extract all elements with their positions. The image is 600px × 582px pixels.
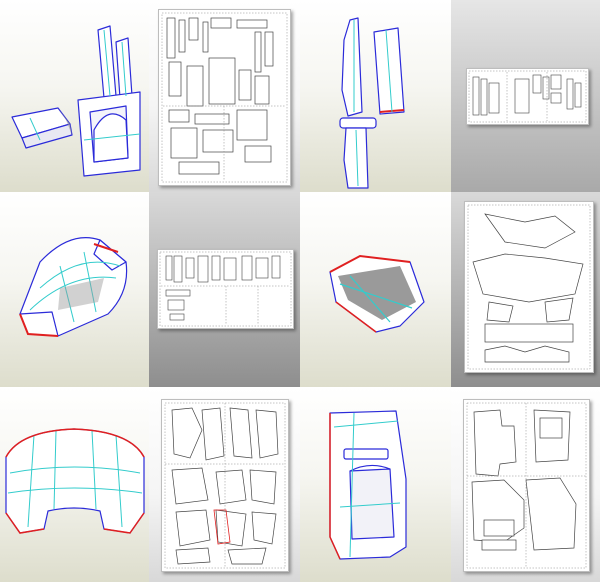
pattern-sheet [466,68,589,125]
tile-forearm-pattern[interactable] [149,192,300,387]
knife-pattern-pieces [468,70,587,123]
tile-back-pattern[interactable] [451,387,600,582]
pattern-sheet [464,201,594,373]
pattern-sheet [157,249,294,329]
back-plate-pattern-pieces [466,402,587,569]
hand-armor-pattern-pieces [161,12,288,183]
chest-plate-pattern-pieces [164,402,286,569]
knife-model-render [339,17,405,189]
shoulder-plate-pattern-pieces [467,204,591,370]
tile-chest-model[interactable] [0,387,149,582]
pattern-sheet [158,9,291,186]
shoulder-plate-model-render [329,254,425,333]
pattern-sheet [463,399,590,572]
tile-shoulder-pattern[interactable] [451,192,600,387]
pattern-sheet [161,399,289,572]
tile-chest-pattern[interactable] [149,387,300,582]
chest-plate-model-render [5,428,145,534]
tile-shoulder-model[interactable] [300,192,451,387]
tile-knife-model[interactable] [300,0,451,192]
forearm-armor-pattern-pieces [159,251,292,327]
back-plate-model-render [329,410,407,560]
tile-forearm-model[interactable] [0,192,149,387]
forearm-armor-model-render [19,237,128,337]
tile-hand-pattern[interactable] [149,0,300,192]
hand-armor-model-render [11,25,141,177]
tile-hand-model[interactable] [0,0,149,192]
tile-knife-pattern[interactable] [451,0,600,192]
tile-back-model[interactable] [300,387,451,582]
